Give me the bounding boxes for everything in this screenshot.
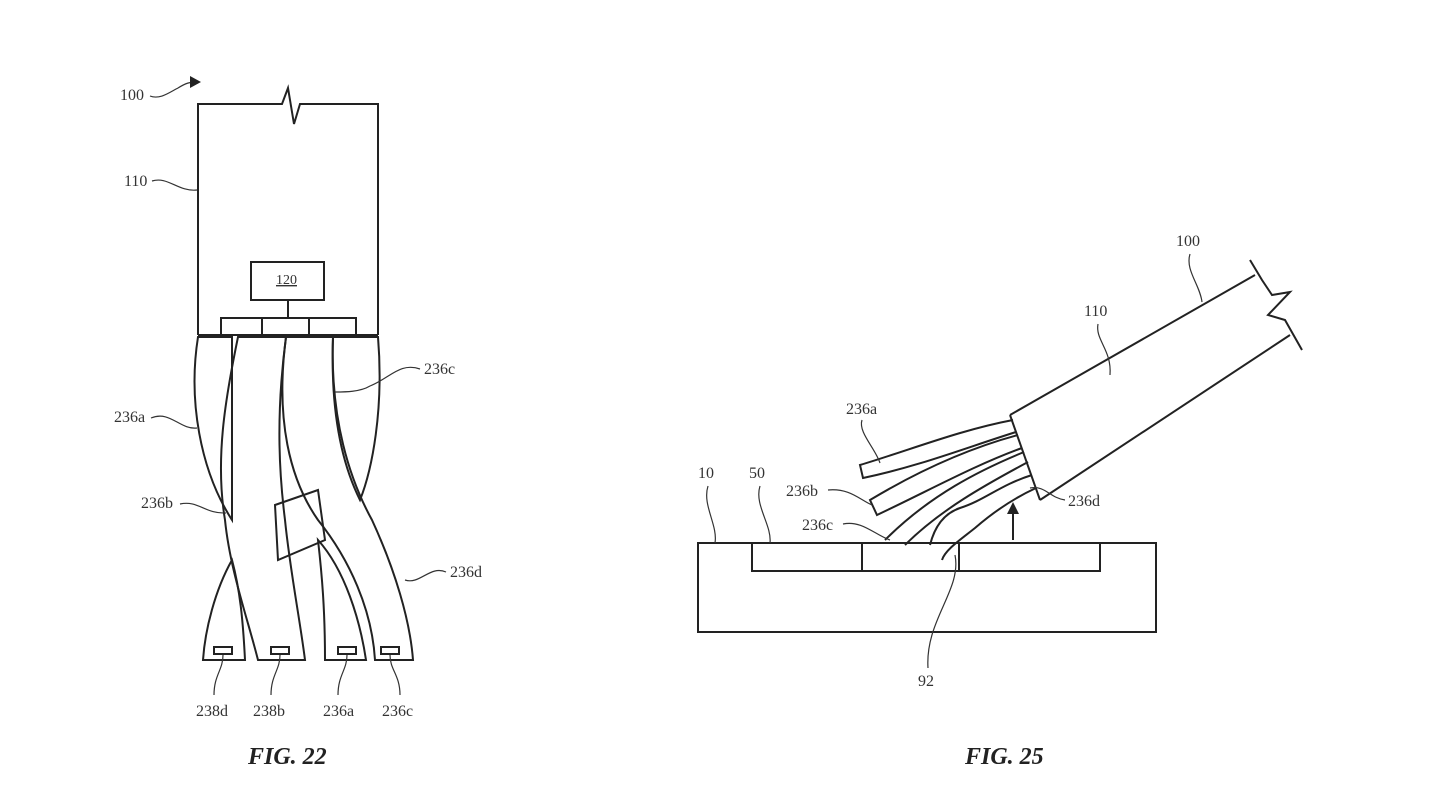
leader-110: [151, 179, 198, 191]
label-236a: 236a: [846, 401, 877, 418]
label-236d: 236d: [1068, 493, 1100, 510]
leader-92: [927, 554, 957, 669]
housing-bottom-edge: [1039, 334, 1291, 501]
label-120: 120: [276, 273, 297, 288]
label-100: 100: [120, 87, 144, 104]
label-236c-bottom: 236c: [382, 703, 413, 720]
label-238d: 238d: [196, 703, 228, 720]
substrate: [697, 542, 1157, 633]
leader-236b: [827, 489, 873, 506]
label-236c: 236c: [424, 361, 455, 378]
strand-crossover: [273, 488, 327, 562]
label-236b: 236b: [141, 495, 173, 512]
housing-end: [1009, 414, 1041, 501]
strand-236c: [884, 451, 1029, 546]
label-50: 50: [749, 465, 765, 482]
label-100: 100: [1176, 233, 1200, 250]
leader-236c: [842, 522, 891, 541]
bottom-labels: 238d 238b 236a 236c: [196, 654, 413, 720]
label-10: 10: [698, 465, 714, 482]
housing-top-edge: [1009, 274, 1256, 416]
figure-22: 100 110 120 236a 236b 236c 236d: [114, 76, 482, 770]
leader-236a: [150, 415, 198, 429]
leader-110: [1097, 323, 1111, 376]
contact-238b: [270, 646, 290, 655]
contact-236a: [337, 646, 357, 655]
housing-outline: [197, 84, 379, 335]
strand-236a-bottom: [316, 537, 368, 661]
contact-236c: [380, 646, 400, 655]
strand-236c-top: [331, 336, 381, 503]
leader-100: [149, 81, 197, 98]
break-symbol: [1249, 259, 1303, 351]
controller-wiring: [220, 300, 357, 335]
leader-236b: [179, 502, 227, 514]
strand-236b: [219, 336, 307, 661]
layer-50: [751, 542, 1101, 572]
leader-236d: [404, 569, 447, 582]
leader-10: [706, 485, 716, 544]
label-236a-bottom: 236a: [323, 703, 354, 720]
strand-236d: [929, 474, 1037, 561]
figure-25: 100 110 236a 236b 236c 236d 10 50 92 FIG…: [697, 233, 1303, 770]
strand-236d: [281, 336, 415, 661]
leader-50: [758, 485, 771, 544]
label-238b: 238b: [253, 703, 285, 720]
label-110: 110: [1084, 303, 1107, 320]
strand-236a-top: [193, 336, 233, 524]
leader-236d: [1029, 486, 1066, 501]
label-236d: 236d: [450, 564, 482, 581]
label-236c: 236c: [802, 517, 833, 534]
figure-caption: FIG. 22: [247, 744, 327, 770]
label-110: 110: [124, 173, 147, 190]
strand-238d: [201, 557, 247, 661]
region-92: [861, 542, 960, 572]
arrow-icon: [190, 76, 201, 88]
leader-100: [1188, 253, 1203, 303]
label-92: 92: [918, 673, 934, 690]
leader-236a: [860, 419, 881, 464]
label-236a: 236a: [114, 409, 145, 426]
contact-238d: [213, 646, 233, 655]
leader-236c: [334, 366, 421, 393]
label-236b: 236b: [786, 483, 818, 500]
figure-caption: FIG. 25: [964, 744, 1044, 770]
strand-236a: [858, 419, 1017, 480]
strand-236b: [868, 434, 1023, 517]
arrow-up-icon: [1007, 502, 1019, 514]
